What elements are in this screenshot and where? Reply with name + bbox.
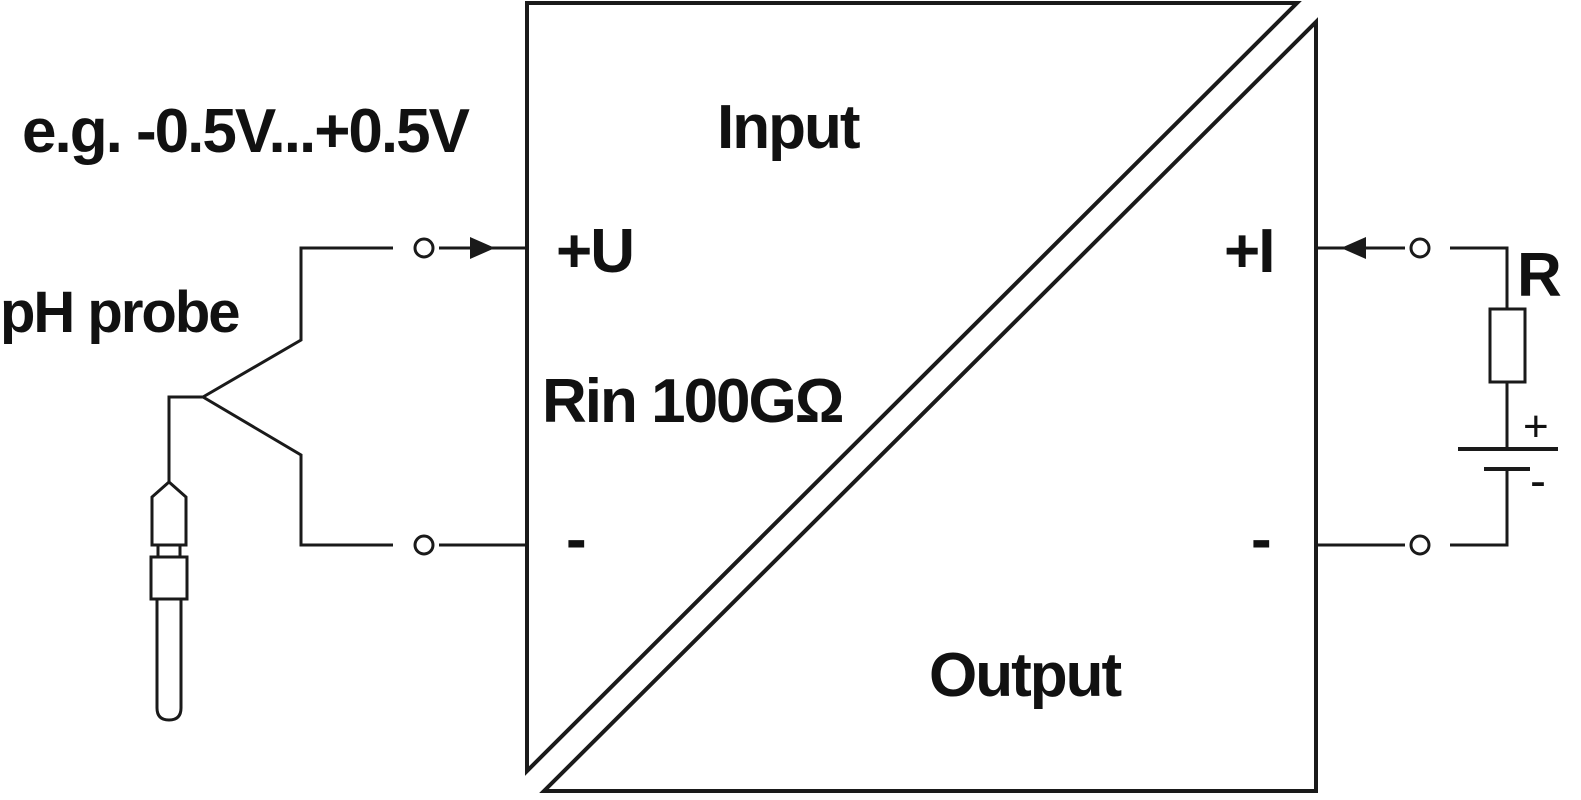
- input-triangle: [525, 1, 1302, 776]
- battery-plus-label: +: [1523, 402, 1549, 451]
- load-resistor: [1488, 307, 1527, 384]
- input-plus-label: +U: [556, 217, 633, 286]
- input-label: Input: [717, 93, 860, 162]
- output-minus-label: -: [1251, 505, 1270, 574]
- input-resistance-label: Rin 100GΩ: [542, 367, 843, 436]
- resistor-label: R: [1517, 241, 1561, 310]
- output-arrow: [1341, 237, 1366, 259]
- supply-battery-icon: [1458, 447, 1558, 471]
- output-triangle: [539, 17, 1318, 793]
- input-minus-terminal: [413, 534, 435, 556]
- input-wiring: [167, 237, 527, 556]
- output-plus-label: +I: [1224, 217, 1273, 286]
- output-wiring: [1316, 237, 1509, 556]
- battery-minus-label: -: [1530, 455, 1546, 508]
- input-arrow: [470, 237, 495, 259]
- output-plus-terminal: [1409, 237, 1431, 259]
- voltage-range-label: e.g. -0.5V...+0.5V: [22, 97, 470, 166]
- input-minus-label: -: [566, 505, 585, 574]
- isolator-block: [525, 1, 1318, 793]
- input-plus-terminal: [413, 237, 435, 259]
- ph-probe-label: pH probe: [0, 280, 239, 345]
- output-label: Output: [929, 641, 1121, 710]
- ph-probe-icon: [149, 479, 189, 722]
- output-minus-terminal: [1409, 534, 1431, 556]
